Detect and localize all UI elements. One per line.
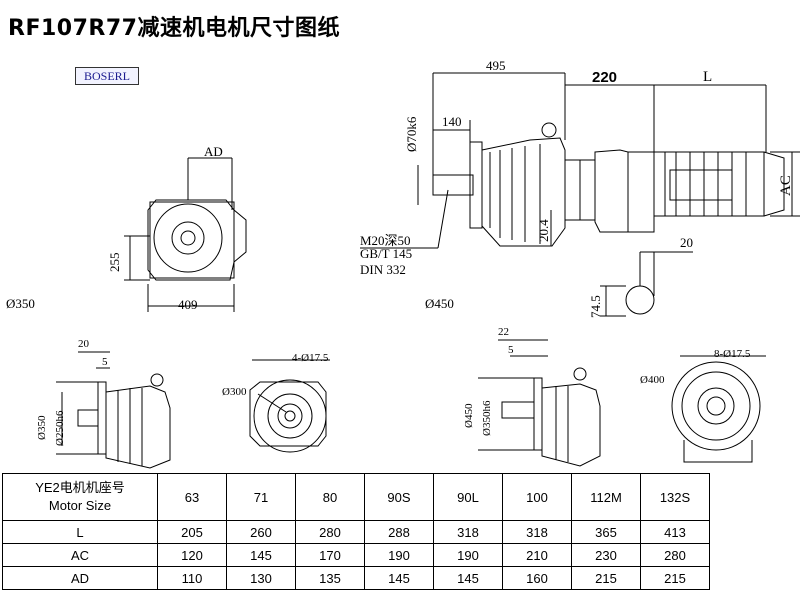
table-cell: 190 <box>364 543 434 567</box>
dim-255: 255 <box>107 252 122 273</box>
brand-logo: BOSERL <box>75 67 139 85</box>
table-cell: 280 <box>640 543 710 567</box>
table-cell: 135 <box>295 566 365 590</box>
table-cell: 230 <box>571 543 641 567</box>
table-cell: 170 <box>295 543 365 567</box>
size-cell: 90L <box>433 473 503 521</box>
label-flange-450: Ø450 <box>425 296 454 311</box>
table-row: L 205 260 280 288 318 318 365 413 <box>2 520 710 544</box>
dim-f1-250: Ø250h6 <box>54 410 66 446</box>
table-header-row: YE2电机机座号 Motor Size 63 71 80 90S 90L 100… <box>2 473 710 521</box>
page-title: RF107R77减速机电机尺寸图纸 <box>8 16 340 41</box>
dim-f1-20: 20 <box>78 338 89 350</box>
size-cell: 112M <box>571 473 641 521</box>
table-cell: 190 <box>433 543 503 567</box>
size-cell: 132S <box>640 473 710 521</box>
thread-spec-3: DIN 332 <box>360 262 406 277</box>
table-cell: 120 <box>157 543 227 567</box>
table-cell: 280 <box>295 520 365 544</box>
table-header-cell: YE2电机机座号 Motor Size <box>2 473 158 521</box>
dim-f2-400: Ø400 <box>640 374 665 386</box>
dim-f1-350: Ø350 <box>36 415 48 440</box>
table-cell: 260 <box>226 520 296 544</box>
table-cell: 130 <box>226 566 296 590</box>
table-cell: 215 <box>571 566 641 590</box>
flange-side-view-1 <box>56 351 171 469</box>
flange-side-view-2 <box>478 339 601 467</box>
dim-140: 140 <box>442 114 462 129</box>
label-flange-350: Ø350 <box>6 296 35 311</box>
table-cell: 210 <box>502 543 572 567</box>
dim-409: 409 <box>178 297 198 312</box>
front-view <box>124 157 247 312</box>
main-side-view <box>360 72 800 317</box>
size-cell: 80 <box>295 473 365 521</box>
dim-AD: AD <box>204 144 223 159</box>
thread-spec-2: GB/T 145 <box>360 246 413 261</box>
row-label: AD <box>2 566 158 590</box>
motor-size-table: YE2电机机座号 Motor Size 63 71 80 90S 90L 100… <box>2 473 710 590</box>
dim-f2-450: Ø450 <box>463 403 475 428</box>
size-cell: 71 <box>226 473 296 521</box>
row-label: AC <box>2 543 158 567</box>
dim-f2-5: 5 <box>508 344 514 356</box>
size-cell: 100 <box>502 473 572 521</box>
dim-f1-300: Ø300 <box>222 386 247 398</box>
dim-shaft-diameter: Ø70k6 <box>404 116 419 152</box>
table-cell: 365 <box>571 520 641 544</box>
table-cell: 413 <box>640 520 710 544</box>
size-cell: 90S <box>364 473 434 521</box>
dim-L: L <box>703 69 713 85</box>
technical-drawing <box>56 72 800 469</box>
dim-AC: AC <box>778 175 794 196</box>
thread-spec-1: M20深50 <box>360 233 411 248</box>
table-cell: 145 <box>364 566 434 590</box>
table-cell: 145 <box>226 543 296 567</box>
dim-495: 495 <box>486 58 506 73</box>
table-row: AC 120 145 170 190 190 210 230 280 <box>2 543 710 567</box>
table-header-line-2: Motor Size <box>48 498 112 513</box>
table-cell: 215 <box>640 566 710 590</box>
table-cell: 110 <box>157 566 227 590</box>
dim-220: 220 <box>592 69 618 86</box>
dim-f1-5: 5 <box>102 356 108 368</box>
dim-f2-22: 22 <box>498 326 509 338</box>
size-cell: 63 <box>157 473 227 521</box>
table-row: AD 110 130 135 145 145 160 215 215 <box>2 566 710 590</box>
table-cell: 318 <box>502 520 572 544</box>
dim-20-4: 20.4 <box>536 219 551 242</box>
table-cell: 288 <box>364 520 434 544</box>
dim-74-5: 74.5 <box>588 295 603 318</box>
table-cell: 318 <box>433 520 503 544</box>
row-label: L <box>2 520 158 544</box>
dim-f2-holes: 8-Ø17.5 <box>714 348 751 360</box>
table-cell: 145 <box>433 566 503 590</box>
table-cell: 160 <box>502 566 572 590</box>
table-header-line-1: YE2电机机座号 <box>35 480 125 495</box>
dim-f1-holes: 4-Ø17.5 <box>292 352 329 364</box>
dim-key-20: 20 <box>680 235 693 250</box>
dim-f2-350: Ø350h6 <box>481 400 493 436</box>
flange-front-view-1 <box>249 359 330 453</box>
table-cell: 205 <box>157 520 227 544</box>
flange-front-view-2 <box>671 355 766 463</box>
